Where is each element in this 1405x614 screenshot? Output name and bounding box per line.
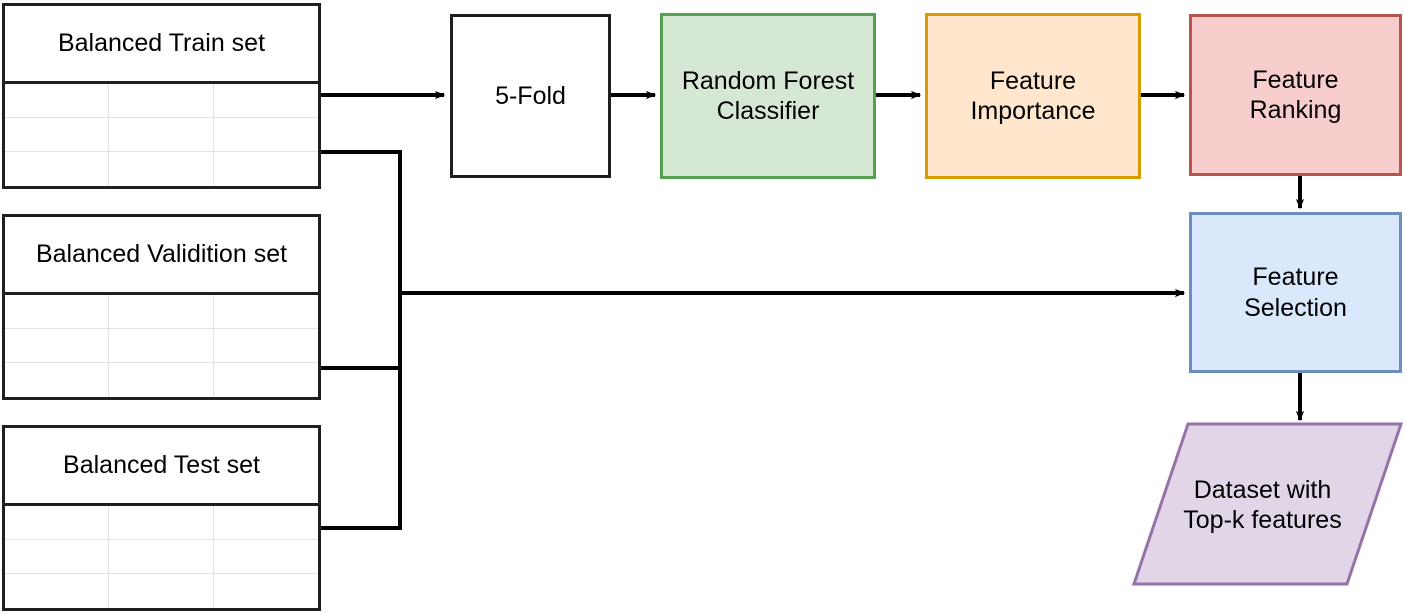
table-cell [5,574,110,608]
table-cell [109,295,214,329]
table-cell [109,118,214,152]
table-cell [214,363,318,397]
dataset-validation-set-title: Balanced Validition set [5,217,318,295]
dataset-test-set-grid [5,506,318,608]
node-5-fold[interactable]: 5-Fold [450,14,611,178]
table-cell [109,363,214,397]
table-cell [214,574,318,608]
table-cell [5,329,110,363]
table-cell [213,295,318,329]
table-cell [213,84,318,118]
dataset-train-set[interactable]: Balanced Train set [2,3,321,189]
table-cell [214,152,318,186]
node-feature-importance[interactable]: Feature Importance [925,13,1141,179]
table-cell [213,540,318,574]
table-cell [213,118,318,152]
dataset-train-set-grid [5,84,318,186]
table-cell [213,329,318,363]
dataset-train-set-title: Balanced Train set [5,6,318,84]
table-cell [5,540,110,574]
table-cell [5,295,110,329]
table-cell [5,363,110,397]
table-cell [109,84,214,118]
dataset-test-set-title: Balanced Test set [5,428,318,506]
table-cell [109,152,214,186]
dataset-test-set[interactable]: Balanced Test set [2,425,321,611]
edge-test-to-bus [321,293,402,530]
dataset-validation-set-grid [5,295,318,397]
node-dataset-top-k-features-label: Dataset with Top-k features [1183,475,1342,535]
table-cell [5,506,110,540]
edge-train-to-bus [321,150,402,293]
table-cell [213,506,318,540]
node-feature-selection[interactable]: Feature Selection [1189,212,1402,373]
table-cell [109,574,214,608]
table-cell [5,152,110,186]
table-cell [5,84,110,118]
node-dataset-top-k-features[interactable]: Dataset with Top-k features [1130,420,1405,590]
table-cell [109,540,214,574]
table-cell [5,118,110,152]
table-cell [109,329,214,363]
node-feature-ranking[interactable]: Feature Ranking [1189,14,1402,176]
node-random-forest-classifier[interactable]: Random Forest Classifier [660,13,876,179]
table-cell [109,506,214,540]
parallelogram-shape [1131,422,1404,586]
dataset-validation-set[interactable]: Balanced Validition set [2,214,321,400]
